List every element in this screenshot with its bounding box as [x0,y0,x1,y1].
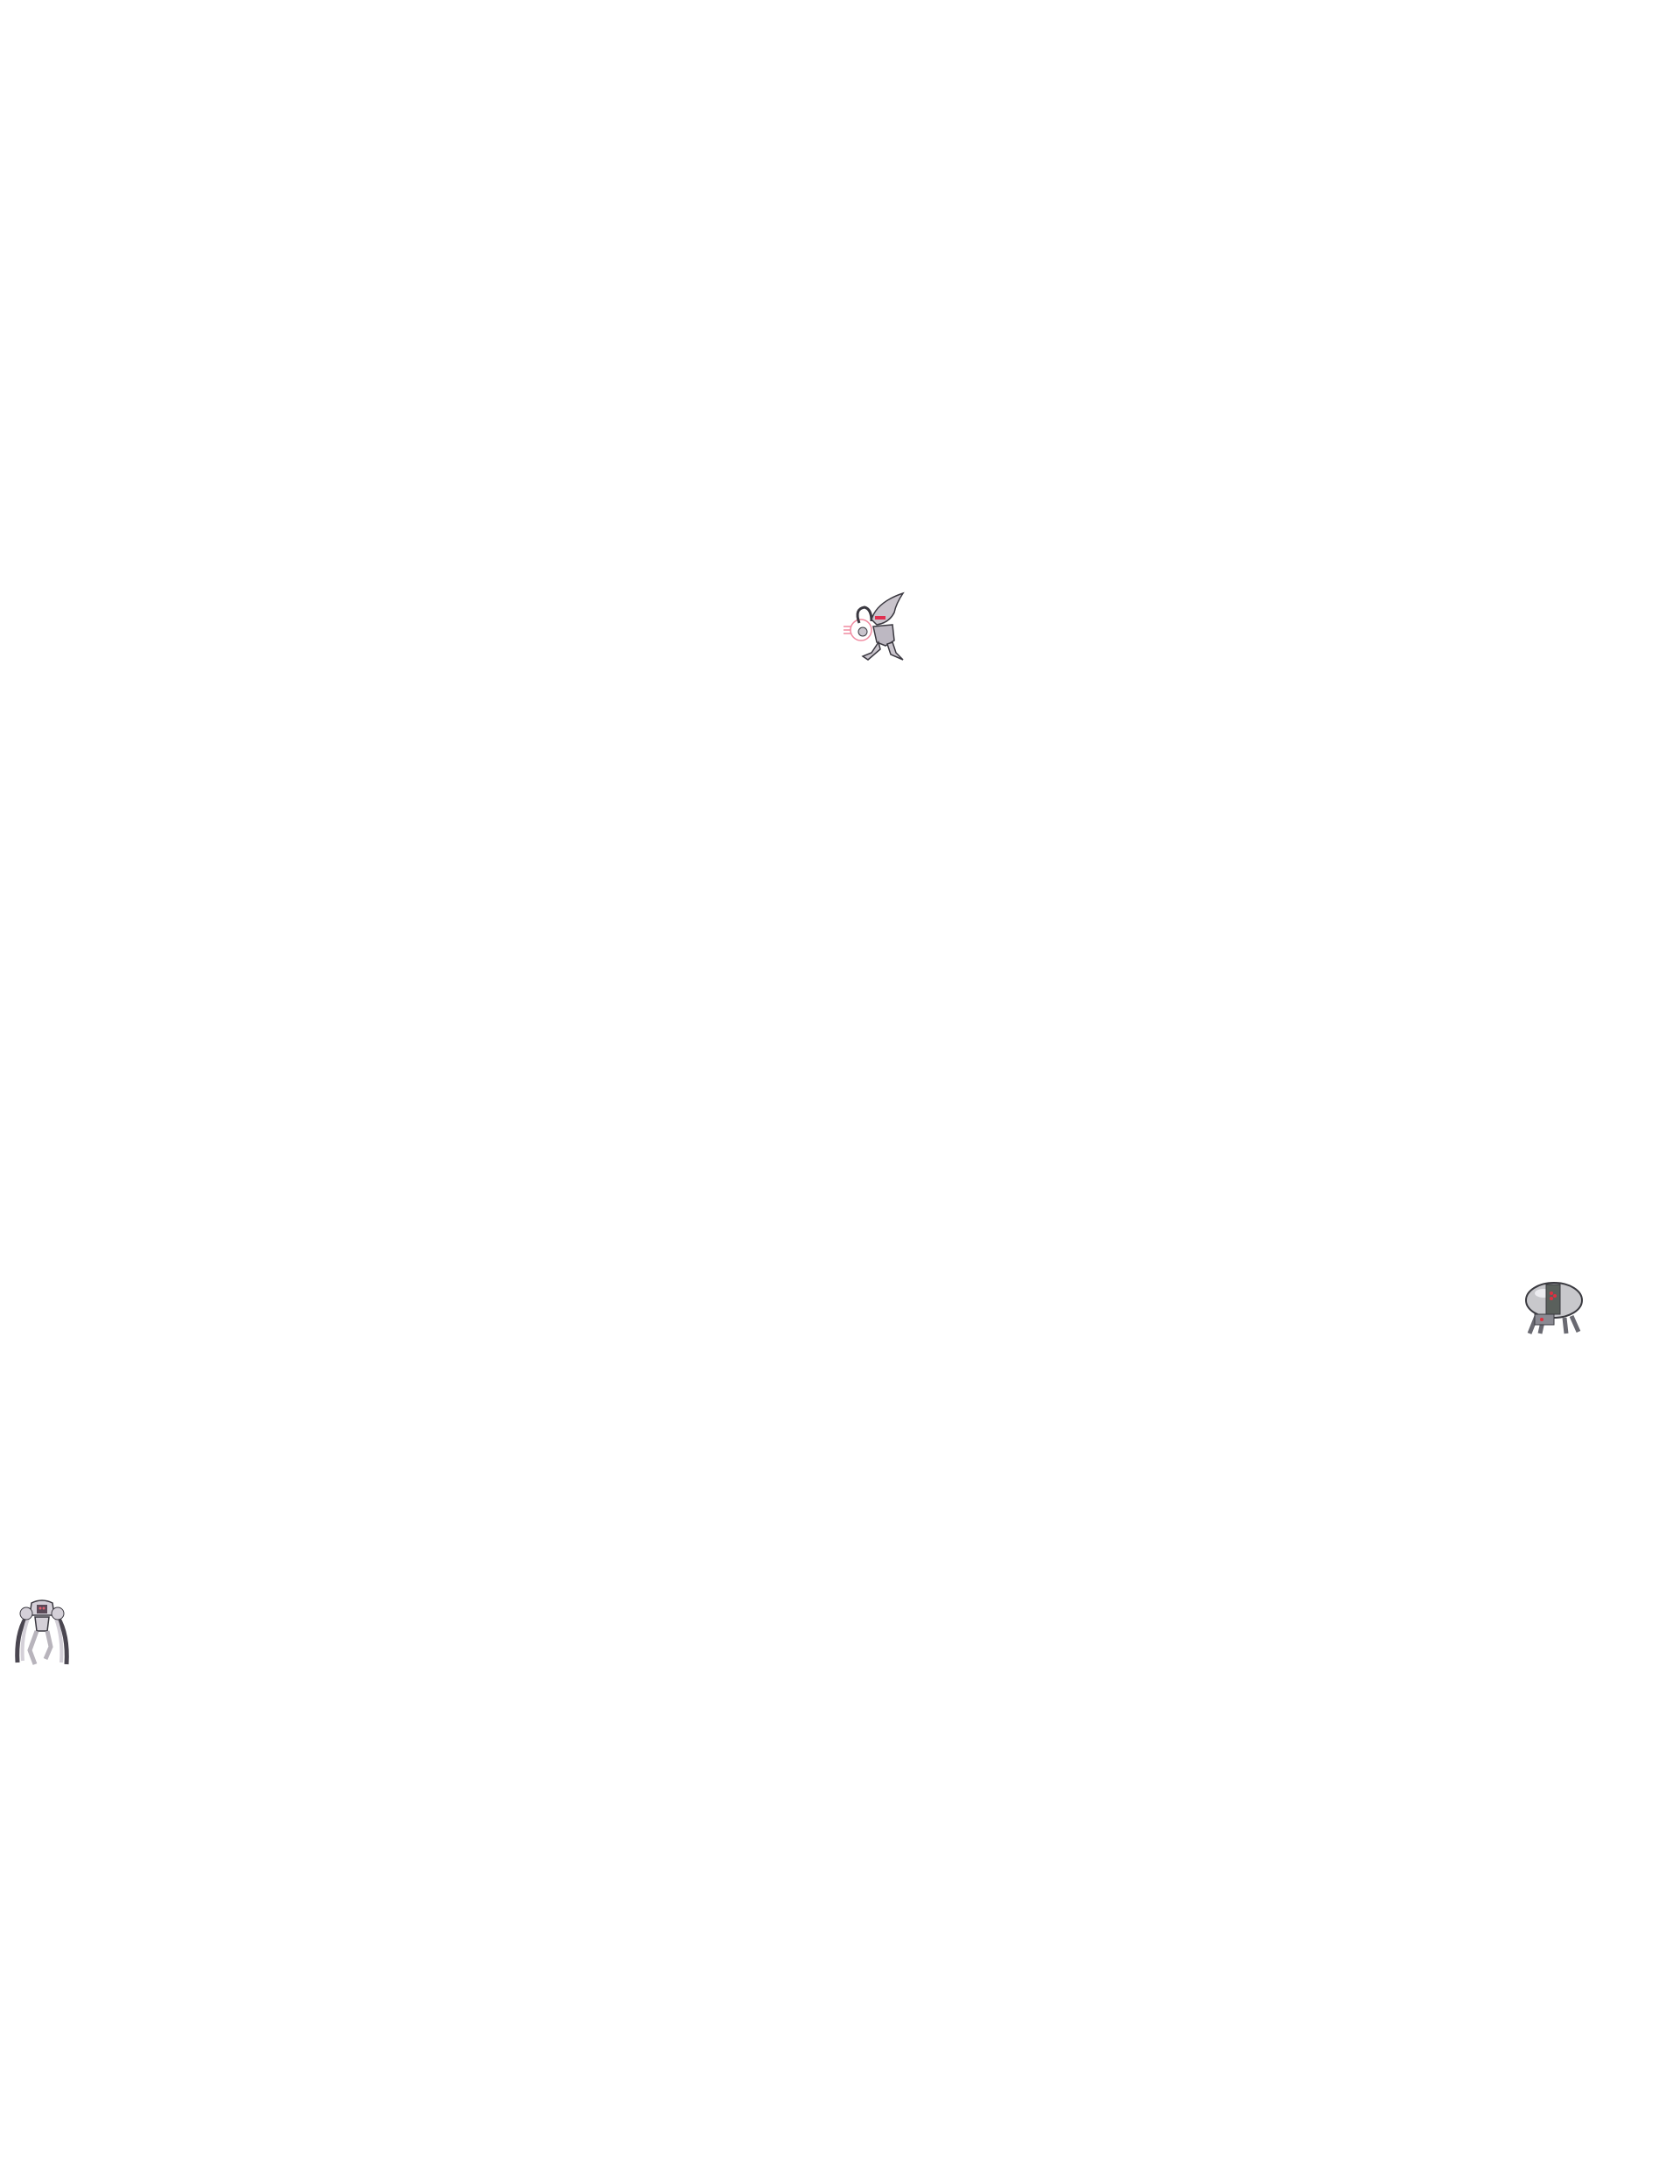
dome-walker-sprite-icon [1524,1279,1584,1337]
robot-attack-sprite-icon [842,592,910,662]
tentacle-robot-sprite-icon [12,1600,72,1666]
